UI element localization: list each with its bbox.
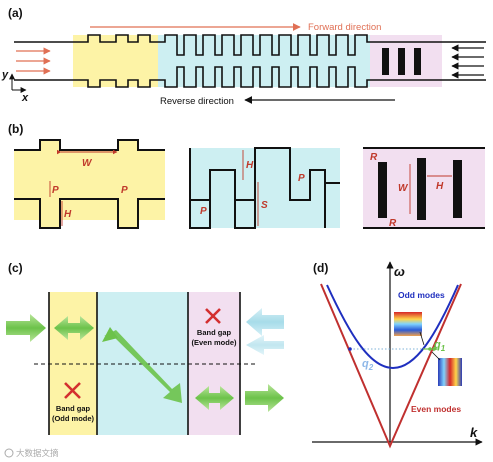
label-r-right-1: R: [370, 152, 378, 163]
panel-a-label: (a): [8, 6, 23, 20]
green-output-arrow: [245, 384, 284, 412]
waveguide-top-wall: [14, 34, 486, 56]
label-p-left-2: P: [121, 185, 128, 196]
cyan-region: [158, 35, 370, 87]
panel-c: (c) Band gap (Even mode) Band gap (O: [6, 261, 284, 435]
label-w-right: W: [398, 183, 409, 194]
label-p-mid-1: P: [200, 206, 207, 217]
axis-y-label: y: [1, 69, 9, 81]
panel-c-label: (c): [8, 261, 23, 275]
odd-modes-label: Odd modes: [398, 290, 445, 300]
metal-bar-2: [398, 48, 405, 75]
odd-mode-profile-image: [394, 312, 422, 336]
unit-cell-left: W P P H: [14, 139, 165, 229]
unit-bar-2: [417, 158, 426, 220]
axis-omega-label: ω: [394, 264, 405, 279]
green-diagonal-arrow-head: [102, 327, 118, 342]
unit-bar-3: [453, 160, 462, 218]
gap-even-line2: (Even mode): [191, 338, 237, 347]
panel-b-label: (b): [8, 122, 23, 136]
label-p-left-1: P: [52, 185, 59, 196]
axis-k-label: k: [470, 425, 478, 440]
q1-label: q1: [434, 339, 446, 353]
panel-d: (d) ω k q1 q2 Odd modes Even modes: [312, 261, 483, 449]
watermark-text: 大数据文摘: [16, 448, 59, 458]
gap-odd-line2: (Odd mode): [52, 414, 95, 423]
metal-bar-3: [414, 48, 421, 75]
metal-bar-1: [382, 48, 389, 75]
blue-reflected-arrow: [246, 335, 284, 355]
even-modes-label: Even modes: [411, 404, 461, 414]
panel-d-label: (d): [313, 261, 328, 275]
q2-point: [348, 347, 352, 351]
forward-direction-label: Forward direction: [308, 22, 381, 33]
label-r-right-2: R: [389, 218, 397, 229]
gap-even-line1: Band gap: [197, 328, 232, 337]
green-input-arrow: [6, 314, 46, 342]
waveguide-bottom-wall: [14, 66, 486, 88]
yellow-region: [73, 35, 158, 87]
cross-odd-icon: [64, 382, 81, 399]
unit-cell-middle: H P P S: [189, 147, 340, 229]
even-mode-curve: [320, 283, 462, 449]
cross-even-icon: [205, 308, 221, 324]
gap-odd-line1: Band gap: [56, 404, 91, 413]
green-double-arrow-top: [54, 316, 94, 340]
label-h-mid: H: [246, 160, 254, 171]
panel-a: (a) Forward direction Reverse direction: [1, 6, 486, 107]
coordinate-axes: y x: [1, 69, 29, 104]
label-h-left: H: [64, 209, 72, 220]
green-double-arrow-bottom: [195, 386, 234, 410]
label-p-mid-2: P: [298, 173, 305, 184]
watermark: 大数据文摘: [4, 448, 59, 458]
blue-input-arrow: [246, 308, 284, 336]
label-s-mid: S: [261, 200, 268, 211]
label-h-right: H: [436, 181, 444, 192]
odd-mode-curve: [326, 284, 459, 370]
unit-cell-right: R R W H: [363, 147, 485, 229]
axis-x-label: x: [21, 92, 29, 104]
even-inset-pointer: [431, 351, 441, 361]
even-mode-profile-image: [438, 358, 462, 386]
odd-inset-pointer: [419, 331, 425, 346]
green-diagonal-arrow: [104, 330, 182, 403]
label-w-left: W: [82, 158, 93, 169]
unit-bar-1: [378, 162, 387, 218]
q2-label: q2: [362, 358, 374, 372]
reverse-direction-label: Reverse direction: [160, 96, 234, 107]
watermark-icon: [4, 448, 14, 458]
panel-b: (b) W P P H H: [8, 122, 485, 229]
